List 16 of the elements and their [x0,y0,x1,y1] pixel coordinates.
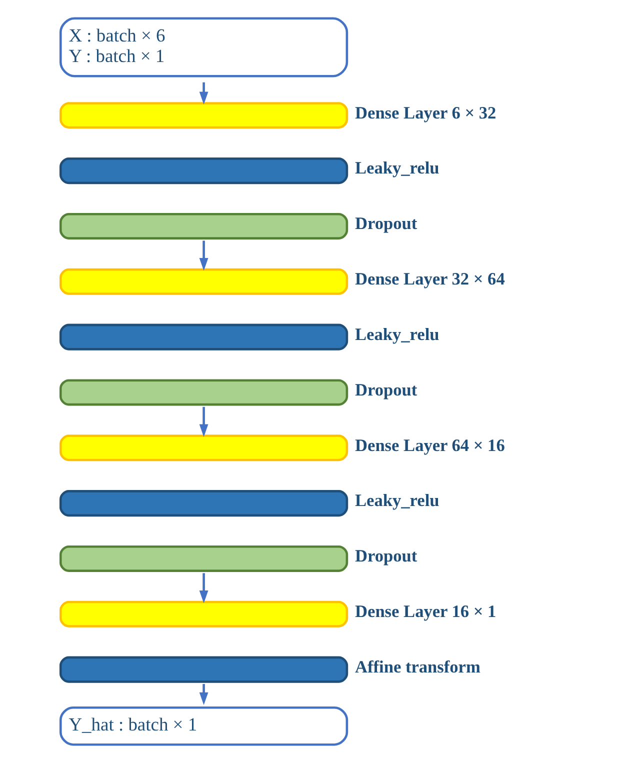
node-label: Leaky_relu [354,324,439,344]
arrow [198,573,208,604]
node-label: Dense Layer 6 × 32 [354,103,496,122]
arrow [198,240,208,271]
node-label: Dense Layer 16 × 1 [354,602,496,622]
node-label: Affine transform [354,657,480,676]
node-label: Dropout [354,380,417,400]
node-label: Leaky_relu [354,491,439,510]
arrow [198,82,208,104]
node-label: Dropout [354,546,417,566]
arrow [198,406,208,437]
arrow [198,684,208,706]
node-label: Dense Layer 32 × 64 [354,270,504,289]
node-label: Leaky_relu [354,158,439,178]
node-label: Dense Layer 64 × 16 [354,436,504,455]
node-label: Dropout [354,214,417,234]
